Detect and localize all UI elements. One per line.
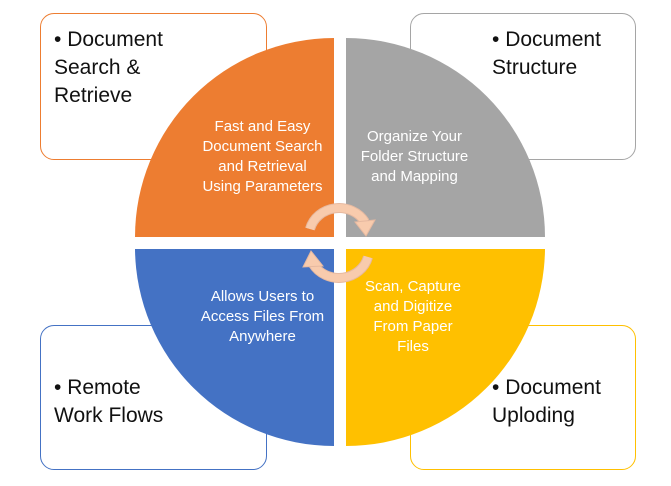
cycle-arrow-top-icon [305,203,376,237]
quadrant-text-search: Fast and Easy Document Search and Retrie… [202,118,323,195]
label-uploading: • Document Uploding [492,376,601,427]
quadrant-text-uploading: Scan, Capture and Digitize From Paper Fi… [365,278,461,355]
quadrant-blue [135,249,334,446]
quadrant-text-remote: Allows Users to Access Files From Anywhe… [200,288,325,345]
quadrant-gray [346,38,545,237]
label-remote: • Remote Work Flows [54,376,164,427]
quadrant-orange [135,38,334,237]
quadrant-text-structure: Organize Your Folder Structure and Mappi… [360,128,469,185]
quadrant-gold [346,249,545,446]
label-structure: • Document Structure [492,28,601,79]
label-search-retrieve: • Document Search & Retrieve [54,28,163,107]
cycle-arrow-bottom-icon [302,250,373,283]
